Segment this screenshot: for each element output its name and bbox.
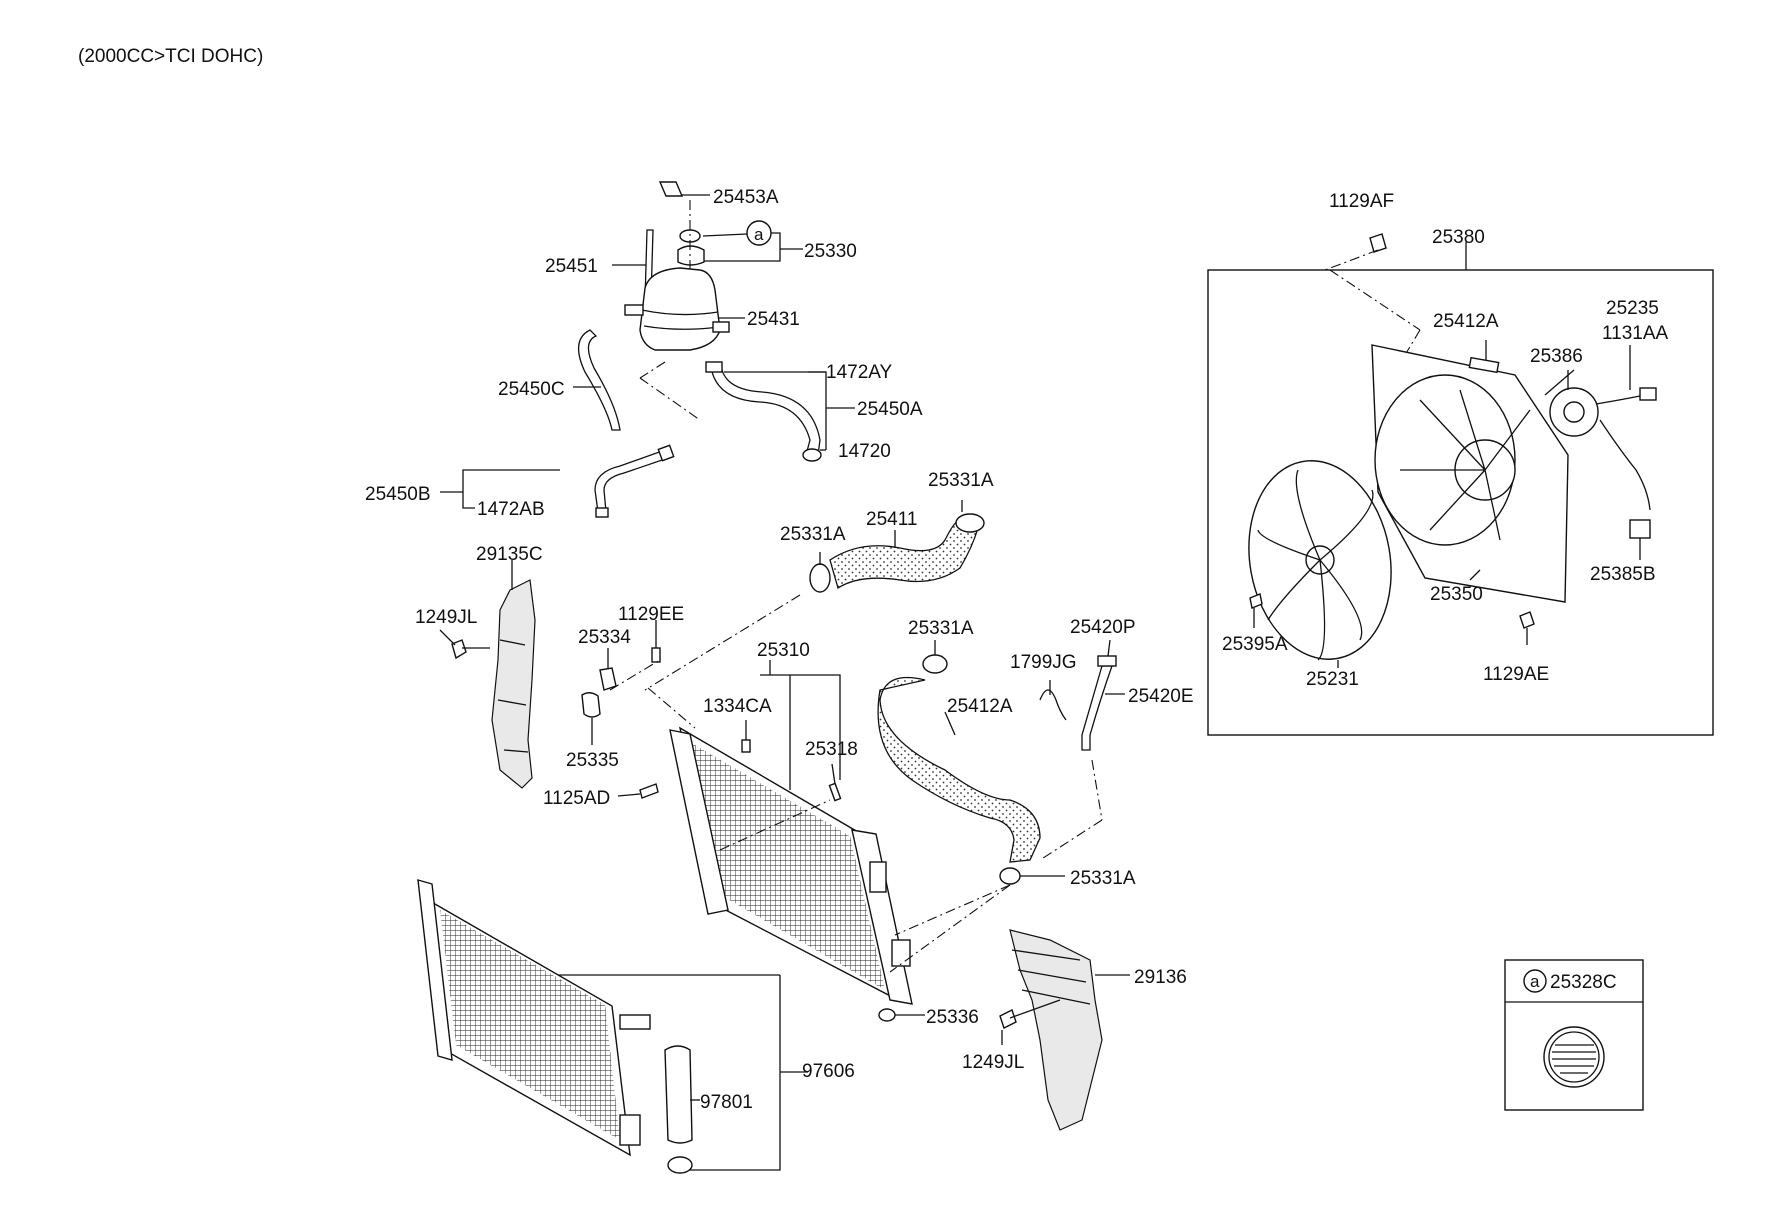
label-plate-25453a <box>658 181 684 197</box>
label-97606: 97606 <box>802 1061 855 1082</box>
fan-motor-25386 <box>1519 345 1657 645</box>
motor-connector <box>1639 387 1657 401</box>
label-25412a-2: 25412A <box>1433 311 1499 332</box>
label-25411: 25411 <box>866 509 917 530</box>
label-1129ae: 1129AE <box>1483 664 1549 685</box>
label-25331a-2: 25331A <box>928 470 994 491</box>
label-1131aa: 1131AA <box>1602 323 1669 344</box>
label-25331a-3: 25331A <box>908 618 974 639</box>
label-1472ay: 1472AY <box>826 362 893 383</box>
mount-insulator-25335 <box>581 692 601 718</box>
transmission-cooler-hose <box>1039 639 1125 861</box>
shroud-ring <box>1374 374 1516 546</box>
label-25420p: 25420P <box>1070 617 1136 638</box>
label-25380: 25380 <box>1432 227 1485 248</box>
air-guard-29136 <box>999 929 1130 1131</box>
label-1249jl: 1249JL <box>415 607 477 628</box>
mount-bracket-25334 <box>599 667 617 691</box>
hose-clamp-25331a-3 <box>922 654 948 674</box>
label-29136: 29136 <box>1134 967 1187 988</box>
reservoir-tank-group <box>440 181 855 518</box>
label-25331a-1: 25331A <box>780 524 846 545</box>
hose-25420e <box>1081 665 1113 751</box>
hose-clamp-1472ay <box>705 361 723 373</box>
air-guard-29135c <box>439 560 536 789</box>
label-1799jg: 1799JG <box>1010 652 1077 673</box>
diagram-title: (2000CC>TCI DOHC) <box>78 46 263 67</box>
label-25385b: 25385B <box>1590 564 1656 585</box>
label-25328c: 25328C <box>1550 972 1617 993</box>
callout-a-ref <box>1523 969 1547 993</box>
label-25451: 25451 <box>545 256 598 277</box>
label-1334ca: 1334CA <box>703 696 772 717</box>
label-callout-a: a <box>754 225 764 244</box>
fan-assembly-box <box>1207 269 1714 736</box>
connector-25385b <box>1629 519 1651 539</box>
hose-clamp-25331a-1 <box>809 563 831 593</box>
label-25331a-4: 25331A <box>1070 868 1136 889</box>
label-14720: 14720 <box>838 441 891 462</box>
hose-25450a <box>711 369 821 456</box>
label-1129ee: 1129EE <box>618 604 684 625</box>
label-25450c: 25450C <box>498 379 565 400</box>
label-25431: 25431 <box>747 309 800 330</box>
label-25334: 25334 <box>578 627 631 648</box>
label-ref-a: a <box>1530 972 1540 991</box>
hose-25450b <box>594 449 669 513</box>
label-25335: 25335 <box>566 750 619 771</box>
part-number-labels: 25453A 25330 a 25451 25431 1472AY 25450C… <box>365 187 1669 1113</box>
label-1472ab: 1472AB <box>477 499 545 520</box>
radiator-25310 <box>617 660 925 1022</box>
label-25231: 25231 <box>1306 669 1359 690</box>
bolt-1249jl <box>451 639 467 660</box>
label-25420e: 25420E <box>1128 686 1194 707</box>
label-25412a-1: 25412A <box>947 696 1013 717</box>
label-25450b: 25450B <box>365 484 431 505</box>
receiver-drier-97801 <box>664 1045 693 1144</box>
label-1125ad: 1125AD <box>543 788 610 809</box>
condenser-97606 <box>417 879 808 1174</box>
reservoir-mount-tab <box>624 304 644 316</box>
lower-hose-25412a <box>877 640 1065 973</box>
label-25330: 25330 <box>804 241 857 262</box>
label-25235: 25235 <box>1606 298 1659 319</box>
drier-cap <box>667 1156 693 1174</box>
label-25318: 25318 <box>805 739 858 760</box>
fan-blade-25231 <box>1248 460 1392 668</box>
label-1249jl-2: 1249JL <box>962 1052 1024 1073</box>
label-25412a <box>1468 356 1500 374</box>
label-25450a: 25450A <box>857 399 923 420</box>
hose-clamp-25331a-2 <box>955 513 985 533</box>
reservoir-cap <box>677 245 705 266</box>
label-25395a: 25395A <box>1222 634 1288 655</box>
coolant-reservoir-tank <box>639 267 721 351</box>
label-1129af: 1129AF <box>1329 191 1394 212</box>
radiator-left-tank <box>669 729 729 915</box>
bolt-25395a <box>1249 593 1263 609</box>
drain-plug-25336 <box>878 1008 896 1022</box>
bolt-1249jl-2 <box>999 1009 1017 1029</box>
label-25336: 25336 <box>926 1007 979 1028</box>
label-25350: 25350 <box>1430 584 1483 605</box>
fan-shroud-25350 <box>1371 340 1569 603</box>
label-97801: 97801 <box>700 1092 753 1113</box>
radiator-mount-parts <box>581 620 661 745</box>
caution-sticker <box>1543 1026 1605 1088</box>
label-29135c: 29135C <box>476 544 543 565</box>
label-25386: 25386 <box>1530 346 1583 367</box>
label-25310: 25310 <box>757 640 810 661</box>
hose-clamp-25331a-4 <box>999 867 1021 885</box>
upper-hose-25411 <box>644 500 985 691</box>
reference-box-25328c <box>1504 959 1644 1111</box>
hose-clamp-14720 <box>802 448 822 462</box>
label-25453a: 25453A <box>713 187 779 208</box>
bolt-1129af <box>1369 233 1387 253</box>
hose-25450c <box>578 329 621 431</box>
bolt-1129ae <box>1519 611 1535 629</box>
